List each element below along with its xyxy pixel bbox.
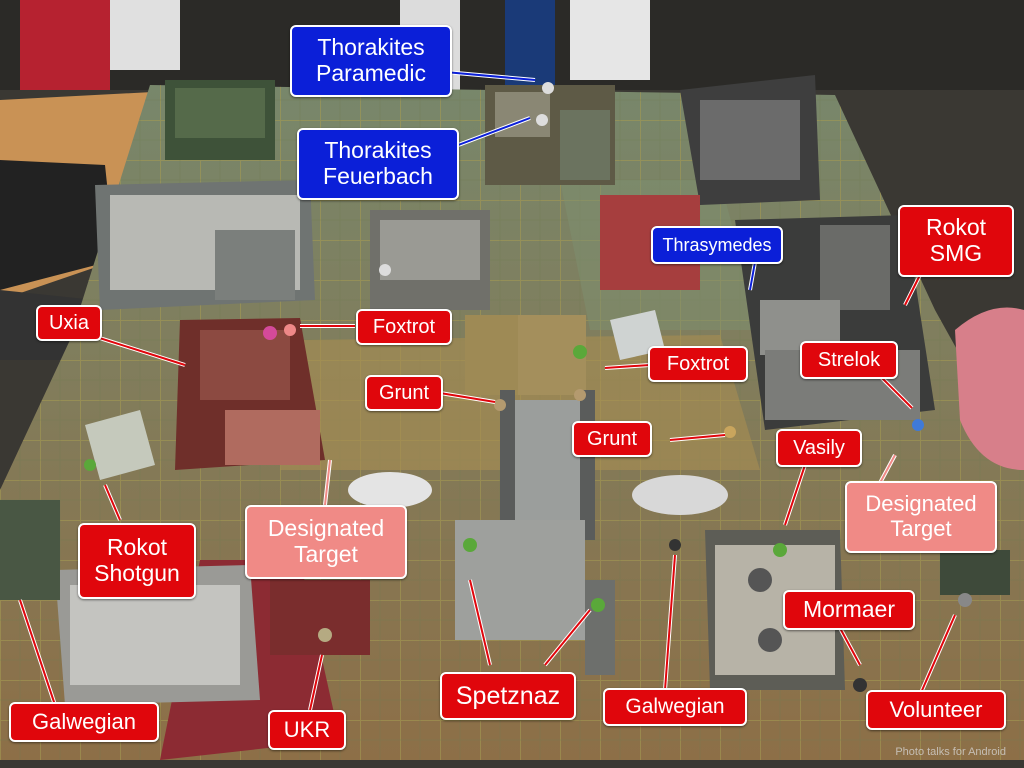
label-grunt-left: Grunt bbox=[365, 375, 443, 411]
label-thorakites-feuerbach: Thorakites Feuerbach bbox=[297, 128, 459, 200]
label-galwegian-center: Galwegian bbox=[603, 688, 747, 726]
building-back-left bbox=[165, 80, 275, 160]
label-designated-target-right: Designated Target bbox=[845, 481, 997, 553]
container-pair bbox=[465, 315, 586, 395]
callout-pointer-fills bbox=[19, 71, 956, 711]
building-red-left bbox=[175, 318, 325, 470]
label-foxtrot-left: Foxtrot bbox=[356, 309, 452, 345]
label-strelok: Strelok bbox=[800, 341, 898, 379]
miniature-case bbox=[0, 160, 115, 290]
building-bottom-center bbox=[455, 520, 615, 675]
building-bottom-left bbox=[55, 565, 260, 705]
label-foxtrot-right: Foxtrot bbox=[648, 346, 748, 382]
label-volunteer: Volunteer bbox=[866, 690, 1006, 730]
watermark-text: Photo talks for Android bbox=[895, 746, 1006, 758]
label-uxia: Uxia bbox=[36, 305, 102, 341]
label-thorakites-paramedic: Thorakites Paramedic bbox=[290, 25, 452, 97]
building-bottom-right bbox=[705, 530, 845, 690]
label-spetznaz: Spetznaz bbox=[440, 672, 576, 720]
building-grey-left bbox=[95, 180, 315, 310]
label-mormaer: Mormaer bbox=[783, 590, 915, 630]
building-back-center bbox=[485, 85, 615, 185]
label-designated-target-left: Designated Target bbox=[245, 505, 407, 579]
box-right-edge bbox=[940, 550, 1010, 595]
label-galwegian-left: Galwegian bbox=[9, 702, 159, 742]
building-back-right bbox=[680, 75, 820, 205]
building-center-upper bbox=[370, 210, 490, 310]
label-vasily: Vasily bbox=[776, 429, 862, 467]
label-ukr: UKR bbox=[268, 710, 346, 750]
label-rokot-smg: Rokot SMG bbox=[898, 205, 1014, 277]
label-grunt-right: Grunt bbox=[572, 421, 652, 457]
miniatures bbox=[84, 82, 972, 692]
label-thrasymedes: Thrasymedes bbox=[651, 226, 783, 264]
walkway-center bbox=[500, 390, 595, 540]
vehicles bbox=[85, 195, 728, 515]
label-rokot-shotgun: Rokot Shotgun bbox=[78, 523, 196, 599]
red-shack bbox=[270, 580, 370, 655]
box-left-edge bbox=[0, 500, 60, 600]
